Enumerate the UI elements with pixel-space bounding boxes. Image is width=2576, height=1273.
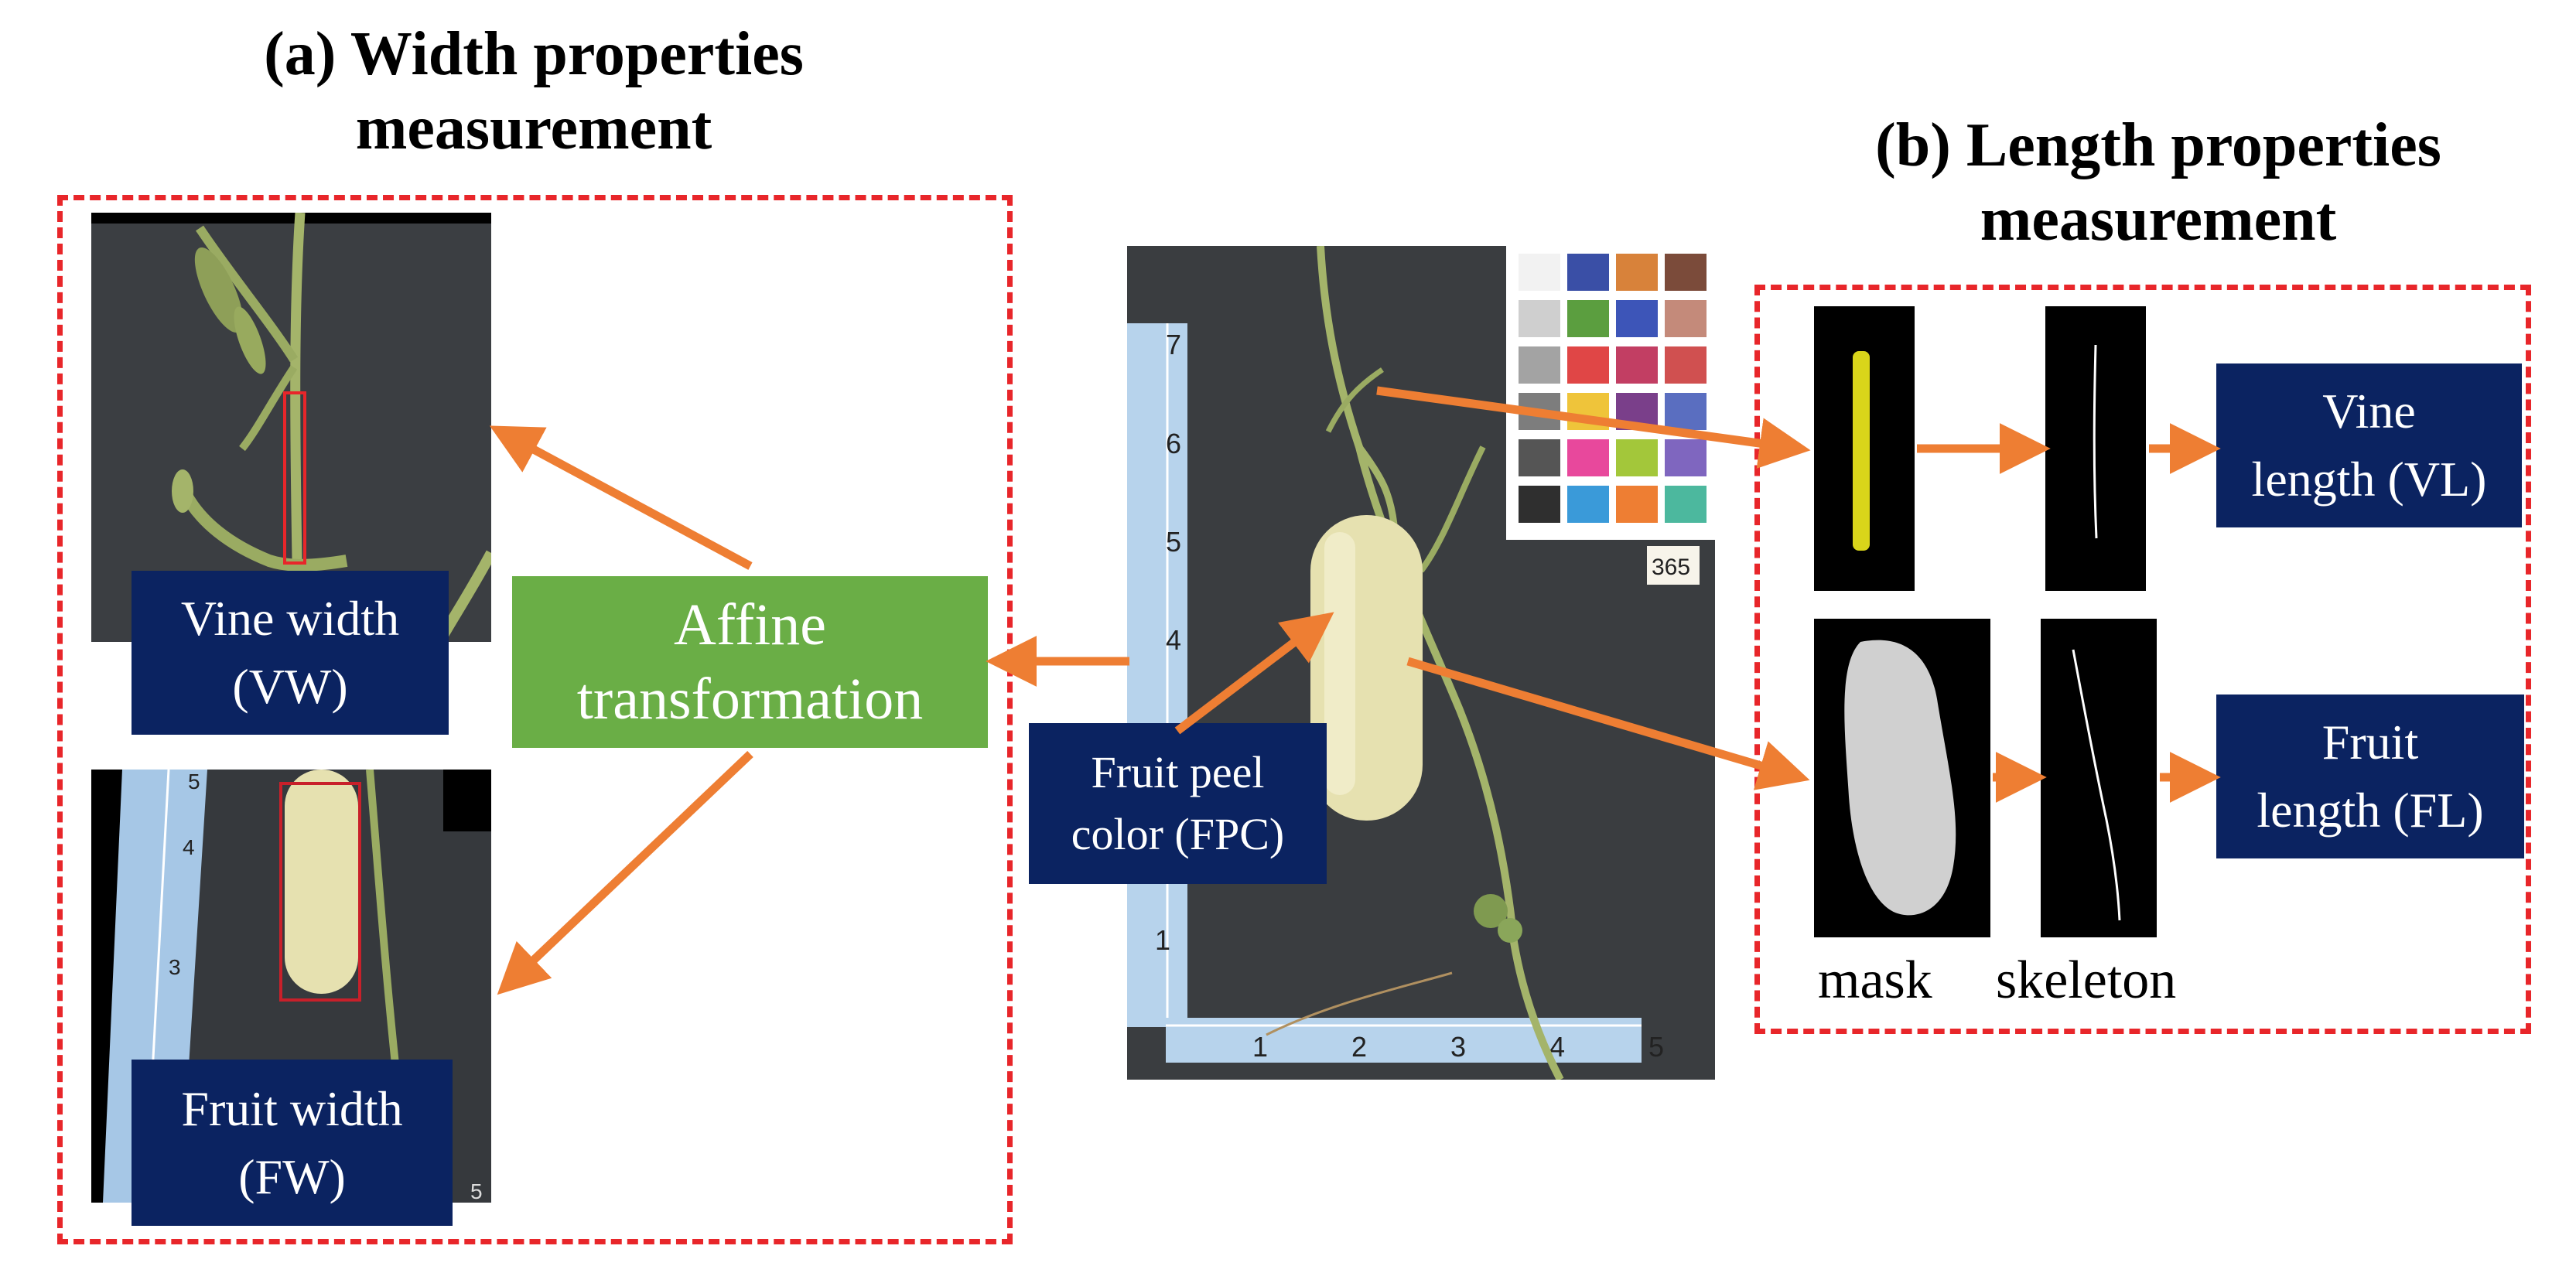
color-checker-patch [1616, 300, 1658, 337]
color-checker-patch [1665, 346, 1707, 384]
vine-width-photo [91, 213, 491, 642]
color-checker-patch [1567, 393, 1609, 430]
color-checker-patch [1519, 300, 1560, 337]
vruler-7: 7 [1166, 329, 1181, 360]
color-checker-patch [1519, 254, 1560, 291]
vruler-5: 5 [1166, 526, 1181, 558]
color-checker-patch [1567, 439, 1609, 476]
color-checker-patch [1567, 486, 1609, 523]
fruit-mask-image [1814, 619, 1990, 937]
vine-width-label: Vine width (VW) [132, 571, 449, 735]
color-checker-patch [1665, 300, 1707, 337]
small-ruler-3: 3 [169, 955, 181, 979]
skeleton-label: skeleton [1996, 950, 2177, 1010]
center-photo: 7 6 5 4 3 2 1 1 2 3 4 5 365 [1127, 246, 1715, 1080]
color-checker [1519, 254, 1707, 523]
color-checker-patch [1616, 439, 1658, 476]
color-checker-patch [1665, 393, 1707, 430]
width-section-title: (a) Width properties measurement [264, 20, 804, 162]
hruler-5: 5 [1648, 1031, 1664, 1063]
hruler-4: 4 [1549, 1031, 1565, 1063]
length-section-title: (b) Length properties measurement [1875, 111, 2441, 254]
color-checker-patch [1616, 346, 1658, 384]
sample-tag: 365 [1652, 555, 1690, 580]
color-checker-patch [1665, 439, 1707, 476]
vine-skeleton-line [2093, 344, 2098, 539]
fruit-peel-color-label: Fruit peel color (FPC) [1029, 723, 1327, 884]
hruler-1: 1 [1252, 1031, 1268, 1063]
vruler-1: 1 [1155, 924, 1170, 956]
color-checker-patch [1519, 439, 1560, 476]
hruler-2: 2 [1351, 1031, 1367, 1063]
color-checker-patch [1616, 393, 1658, 430]
fruit-skeleton-image [2041, 619, 2157, 937]
fruit-length-label: Fruit length (FL) [2216, 695, 2524, 858]
vine-mask-image [1814, 306, 1915, 591]
mask-label: mask [1818, 950, 1932, 1010]
width-section-frame [57, 195, 1013, 1244]
corner-mark: 5 [470, 1179, 483, 1203]
color-checker-patch [1567, 346, 1609, 384]
vine-mask-shape [1853, 351, 1870, 551]
color-checker-patch [1519, 486, 1560, 523]
fruit-skeleton-line [2072, 649, 2121, 921]
color-checker-patch [1567, 300, 1609, 337]
center-photo-art: 7 6 5 4 3 2 1 1 2 3 4 5 365 [1127, 246, 1715, 1080]
color-checker-patch [1665, 254, 1707, 291]
affine-transformation-box: Affine transformation [512, 576, 988, 748]
vine-length-label: Vine length (VL) [2216, 363, 2522, 527]
small-ruler-5: 5 [188, 770, 200, 793]
vine-width-photo-art [91, 213, 491, 642]
vruler-6: 6 [1166, 428, 1181, 459]
fruit-width-label: Fruit width (FW) [132, 1060, 453, 1226]
color-checker-patch [1519, 346, 1560, 384]
color-checker-patch [1665, 486, 1707, 523]
vine-skeleton-image [2045, 306, 2146, 591]
color-checker-patch [1567, 254, 1609, 291]
fruit-mask-shape [1844, 640, 1956, 916]
color-checker-patch [1616, 254, 1658, 291]
color-checker-patch [1519, 393, 1560, 430]
color-checker-patch [1616, 486, 1658, 523]
small-ruler-4: 4 [183, 835, 195, 859]
vruler-4: 4 [1166, 624, 1181, 656]
hruler-3: 3 [1450, 1031, 1466, 1063]
